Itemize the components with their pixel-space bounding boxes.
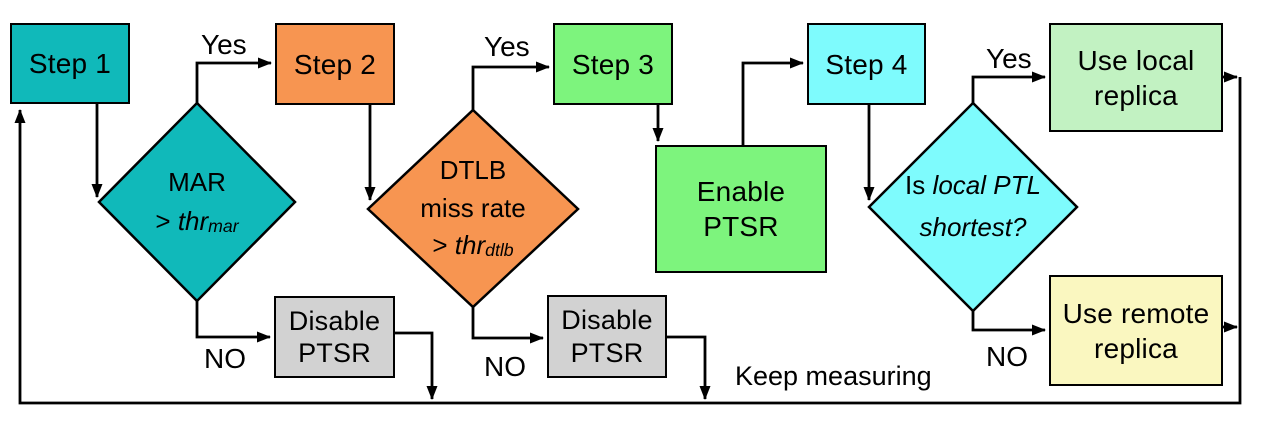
step1-label: Step 1 xyxy=(28,48,112,79)
yes-label-mar: Yes xyxy=(201,29,247,60)
edge-feedback-loop-to-step1 xyxy=(14,77,1242,405)
use-local-replica-box: Use local replica xyxy=(1049,23,1223,132)
step2-label: Step 2 xyxy=(293,48,377,80)
edge-disable-ptsr-2-to-loop xyxy=(667,335,711,400)
no-label-dtlb: NO xyxy=(484,351,526,382)
step3-box: Step 3 xyxy=(553,23,673,105)
disable-ptsr-2-line1: Disable xyxy=(561,305,653,336)
use-local-line2: replica xyxy=(1094,79,1178,111)
disable-ptsr-1-line2: PTSR xyxy=(298,338,371,368)
step4-box: Step 4 xyxy=(807,23,926,105)
decision-mar-diamond xyxy=(97,101,297,303)
keep-measuring-label: Keep measuring xyxy=(735,361,932,391)
use-local-line1: Use local xyxy=(1077,44,1195,76)
edge-ptl-no-to-use-remote xyxy=(971,311,1046,336)
disable-ptsr-1-line1: Disable xyxy=(288,305,381,336)
use-remote-line2: replica xyxy=(1094,332,1178,364)
step4-label: Step 4 xyxy=(825,48,908,80)
yes-label-ptl: Yes xyxy=(986,43,1032,74)
disable-ptsr-2-line2: PTSR xyxy=(570,337,644,368)
disable-ptsr-box-2: Disable PTSR xyxy=(547,295,667,378)
edge-mar-yes-to-step2 xyxy=(195,57,272,103)
enable-ptsr-box: Enable PTSR xyxy=(655,145,827,273)
edge-disable-ptsr-1-to-loop xyxy=(395,331,438,400)
edge-dtlb-yes-to-step3 xyxy=(471,61,550,110)
edge-dtlb-no-to-disable-ptsr-2 xyxy=(471,307,544,344)
edge-enable-ptsr-to-step4 xyxy=(741,57,804,146)
yes-label-dtlb: Yes xyxy=(484,31,530,62)
disable-ptsr-box-1: Disable PTSR xyxy=(274,296,395,378)
step1-box: Step 1 xyxy=(10,23,130,104)
use-remote-line1: Use remote xyxy=(1062,297,1210,329)
decision-ptl-diamond xyxy=(867,101,1079,313)
step3-label: Step 3 xyxy=(571,48,655,80)
decision-dtlb-diamond xyxy=(366,108,580,309)
no-label-ptl: NO xyxy=(986,341,1028,372)
use-remote-replica-box: Use remote replica xyxy=(1049,275,1223,386)
no-label-mar: NO xyxy=(204,343,246,374)
step2-box: Step 2 xyxy=(275,23,395,105)
edge-mar-no-to-disable-ptsr-1 xyxy=(195,301,271,343)
edge-ptl-yes-to-use-local xyxy=(971,71,1046,103)
enable-ptsr-line1: Enable xyxy=(696,176,786,207)
enable-ptsr-line2: PTSR xyxy=(703,211,779,242)
